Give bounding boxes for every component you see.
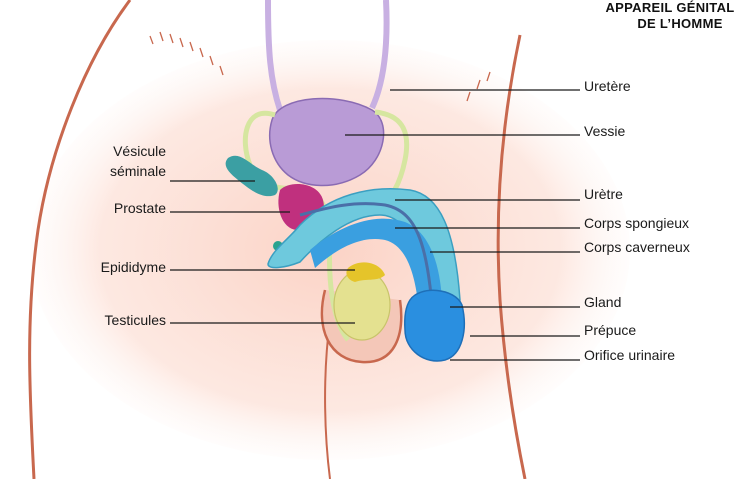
glans [405,290,465,361]
label-prostate: Prostate [60,200,166,217]
label-orifice-urinaire: Orifice urinaire [584,347,675,364]
label-vessie: Vessie [584,123,625,140]
label-vesicule-line1: Vésicule [60,143,166,160]
label-vesicule-seminale: Vésicule séminale [60,143,166,180]
label-uretre: Urètre [584,186,623,203]
label-corps-spongieux: Corps spongieux [584,215,689,232]
label-vesicule-line2: séminale [60,163,166,180]
diagram-title: APPAREIL GÉNITAL DE L’HOMME [570,0,738,32]
label-testicules: Testicules [40,312,166,329]
label-gland: Gland [584,294,621,311]
title-line-1: APPAREIL GÉNITAL [570,0,738,16]
label-corps-caverneux: Corps caverneux [584,239,690,256]
testicle [334,270,390,340]
title-line-2: DE L’HOMME [570,16,738,32]
label-prepuce: Prépuce [584,322,636,339]
label-epididyme: Epididyme [40,259,166,276]
label-uretere: Uretère [584,78,631,95]
